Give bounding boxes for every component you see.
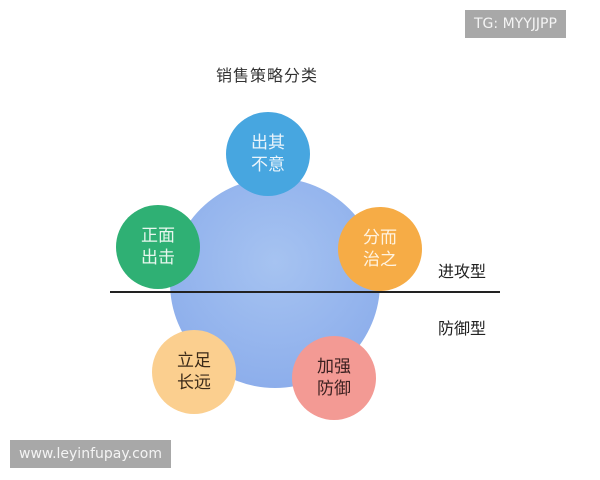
offensive-label: 进攻型 xyxy=(438,262,487,281)
node-label: 出击 xyxy=(141,248,175,268)
node-surprise: 出其 不意 xyxy=(226,112,310,196)
defensive-label: 防御型 xyxy=(438,319,487,338)
node-strengthen-defense: 加强 防御 xyxy=(292,336,376,420)
node-label: 不意 xyxy=(251,155,285,175)
node-label: 正面 xyxy=(141,226,175,246)
node-label: 立足 xyxy=(177,351,211,371)
watermark-bottom-left: www.leyinfupay.com xyxy=(10,440,171,468)
node-label: 治之 xyxy=(363,250,397,270)
node-label: 加强 xyxy=(317,357,351,377)
node-long-term: 立足 长远 xyxy=(152,330,236,414)
node-label: 防御 xyxy=(317,379,351,399)
node-label: 出其 xyxy=(251,133,285,153)
node-frontal-attack: 正面 出击 xyxy=(116,205,200,289)
watermark-top-right: TG: MYYJJPP xyxy=(465,10,566,38)
divider-line xyxy=(110,291,500,293)
node-divide-conquer: 分而 治之 xyxy=(338,207,422,291)
diagram-title: 销售策略分类 xyxy=(216,66,319,85)
node-label: 分而 xyxy=(363,228,397,248)
node-label: 长远 xyxy=(177,373,211,393)
